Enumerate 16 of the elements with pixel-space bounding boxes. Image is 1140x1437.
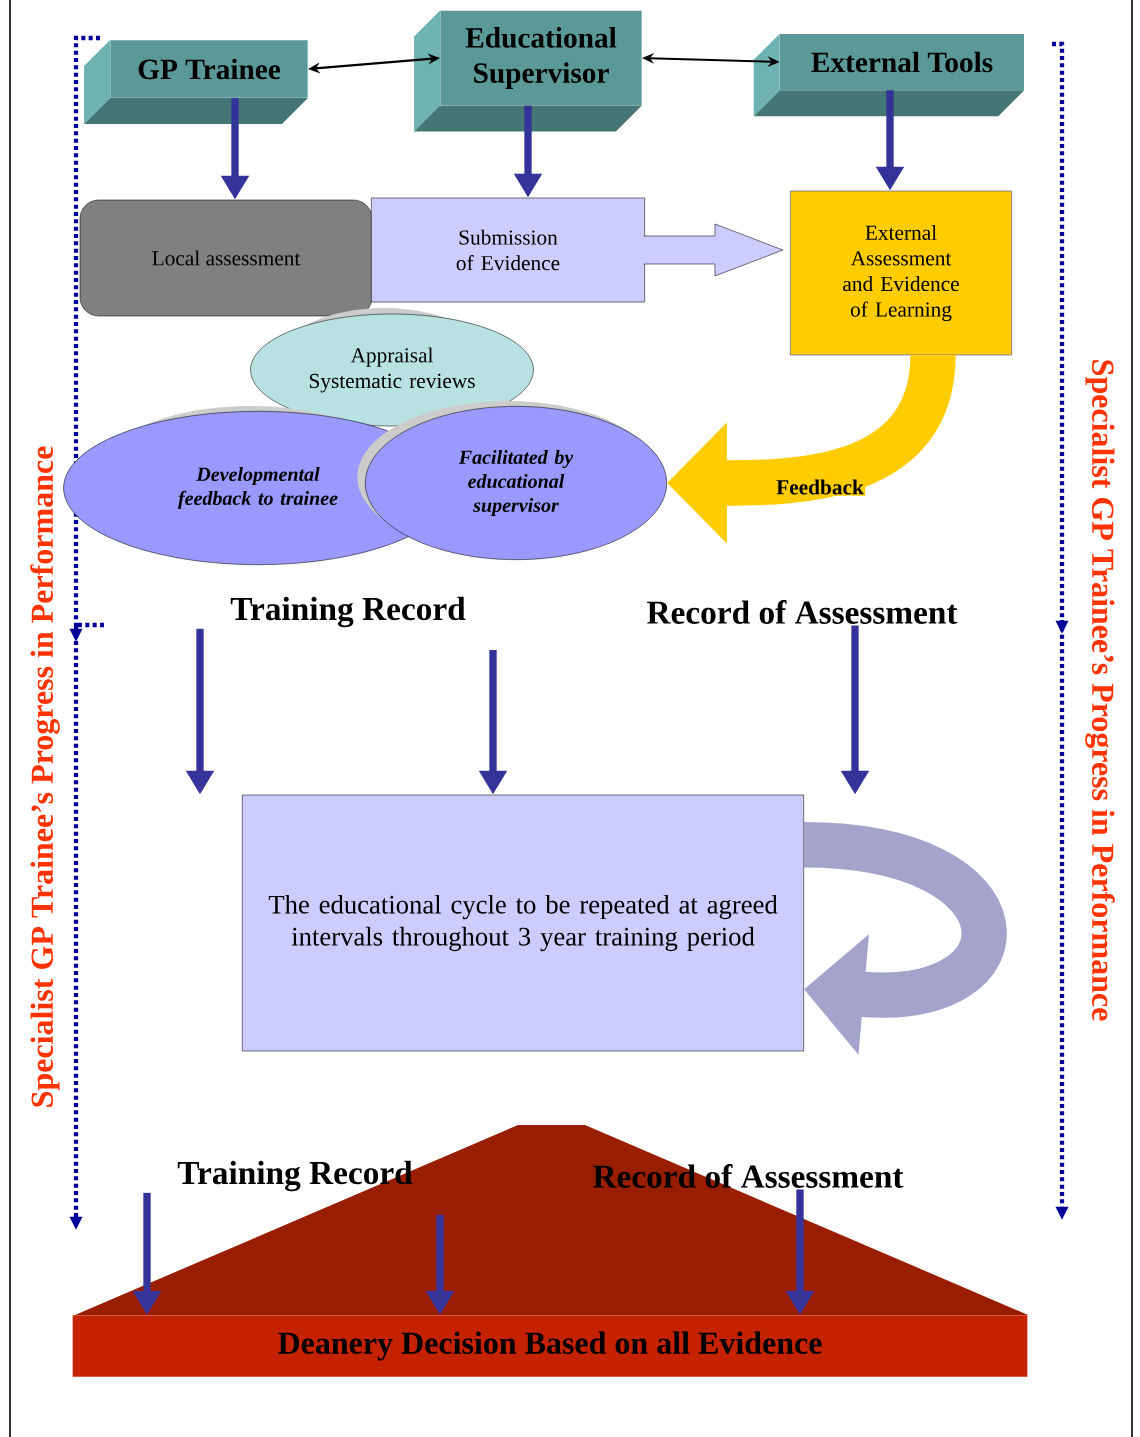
block-box: External Tools: [753, 33, 1025, 117]
ellipse-bubble: Facilitated by educational supervisor: [357, 401, 667, 560]
side-caption: Specialist GP Trainee’s Progress in Performance: [1085, 360, 1115, 1021]
block-box: Educational Supervisor: [414, 10, 642, 132]
block-box: GP Trainee: [84, 40, 308, 124]
heading-text: Training Record: [177, 1160, 413, 1192]
heading-text: Record of Assessment: [647, 600, 958, 624]
arrow-shaped-box: Submission of Evidence: [371, 197, 784, 303]
process-box: External Assessment and Evidence of Learning: [790, 190, 1012, 356]
heading-text: Record of Assessment: [593, 1164, 904, 1188]
heading-text: Training Record: [230, 596, 466, 628]
edge-label: Feedback: [774, 478, 866, 496]
decision-bar: Deanery Decision Based on all Evidence: [72, 1315, 1028, 1377]
side-caption: Specialist GP Trainee’s Progress in Performance: [30, 446, 60, 1107]
process-box: The educational cycle to be repeated at agreed intervals throughout 3 year training period: [242, 794, 804, 1052]
rounded-box: Local assessment: [79, 199, 373, 317]
